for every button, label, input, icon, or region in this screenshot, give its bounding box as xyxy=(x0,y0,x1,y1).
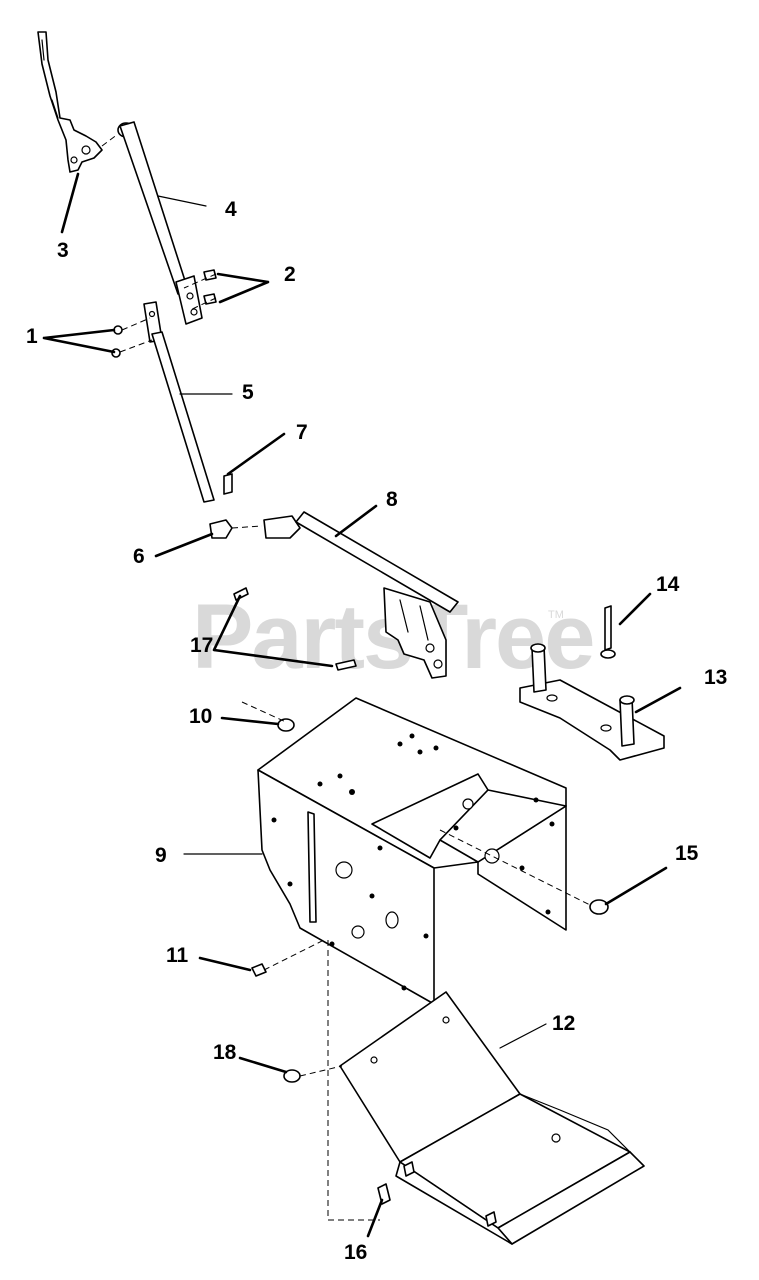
callout-17[interactable]: 17 xyxy=(190,634,213,657)
callout-11[interactable]: 11 xyxy=(166,944,189,967)
callout-1[interactable]: 1 xyxy=(26,325,38,348)
part-5-lower-rod[interactable] xyxy=(143,301,215,503)
part-12-shelf[interactable] xyxy=(339,991,645,1245)
part-2-bolts[interactable] xyxy=(203,269,217,305)
callout-5[interactable]: 5 xyxy=(242,381,254,404)
part-16-clip[interactable] xyxy=(377,1183,391,1205)
part-11-bolt[interactable] xyxy=(251,963,267,977)
part-17-pins[interactable] xyxy=(233,587,357,671)
callout-4[interactable]: 4 xyxy=(225,198,237,221)
callout-15[interactable]: 15 xyxy=(675,842,699,865)
alignment-lines xyxy=(101,133,593,1221)
part-6-ferrule[interactable] xyxy=(209,519,233,539)
callout-3[interactable]: 3 xyxy=(57,239,69,262)
part-15-nut[interactable] xyxy=(589,899,609,915)
callout-8[interactable]: 8 xyxy=(386,488,398,511)
callout-13[interactable]: 13 xyxy=(704,666,727,689)
callout-6[interactable]: 6 xyxy=(133,545,145,568)
callout-16[interactable]: 16 xyxy=(344,1241,367,1264)
callout-14[interactable]: 14 xyxy=(656,573,680,596)
part-13-bracket-plate[interactable] xyxy=(519,643,665,761)
part-9-frame[interactable] xyxy=(257,697,567,1005)
part-10-nut[interactable] xyxy=(277,718,295,732)
callout-9[interactable]: 9 xyxy=(155,844,167,867)
callout-labels: 1 2 3 4 5 6 7 8 9 10 11 12 13 14 15 16 1… xyxy=(26,198,727,1264)
watermark-trademark: TM xyxy=(548,609,564,621)
callout-2[interactable]: 2 xyxy=(284,263,296,286)
part-3-shift-lever[interactable] xyxy=(37,31,103,173)
callout-12[interactable]: 12 xyxy=(552,1012,575,1035)
part-4-upper-rod[interactable] xyxy=(117,121,203,325)
part-14-bolt[interactable] xyxy=(600,605,616,659)
callout-18[interactable]: 18 xyxy=(213,1041,237,1064)
part-7-clip[interactable] xyxy=(223,473,233,495)
callout-10[interactable]: 10 xyxy=(189,705,212,728)
callout-7[interactable]: 7 xyxy=(296,421,308,444)
leader-lines xyxy=(42,172,682,1238)
